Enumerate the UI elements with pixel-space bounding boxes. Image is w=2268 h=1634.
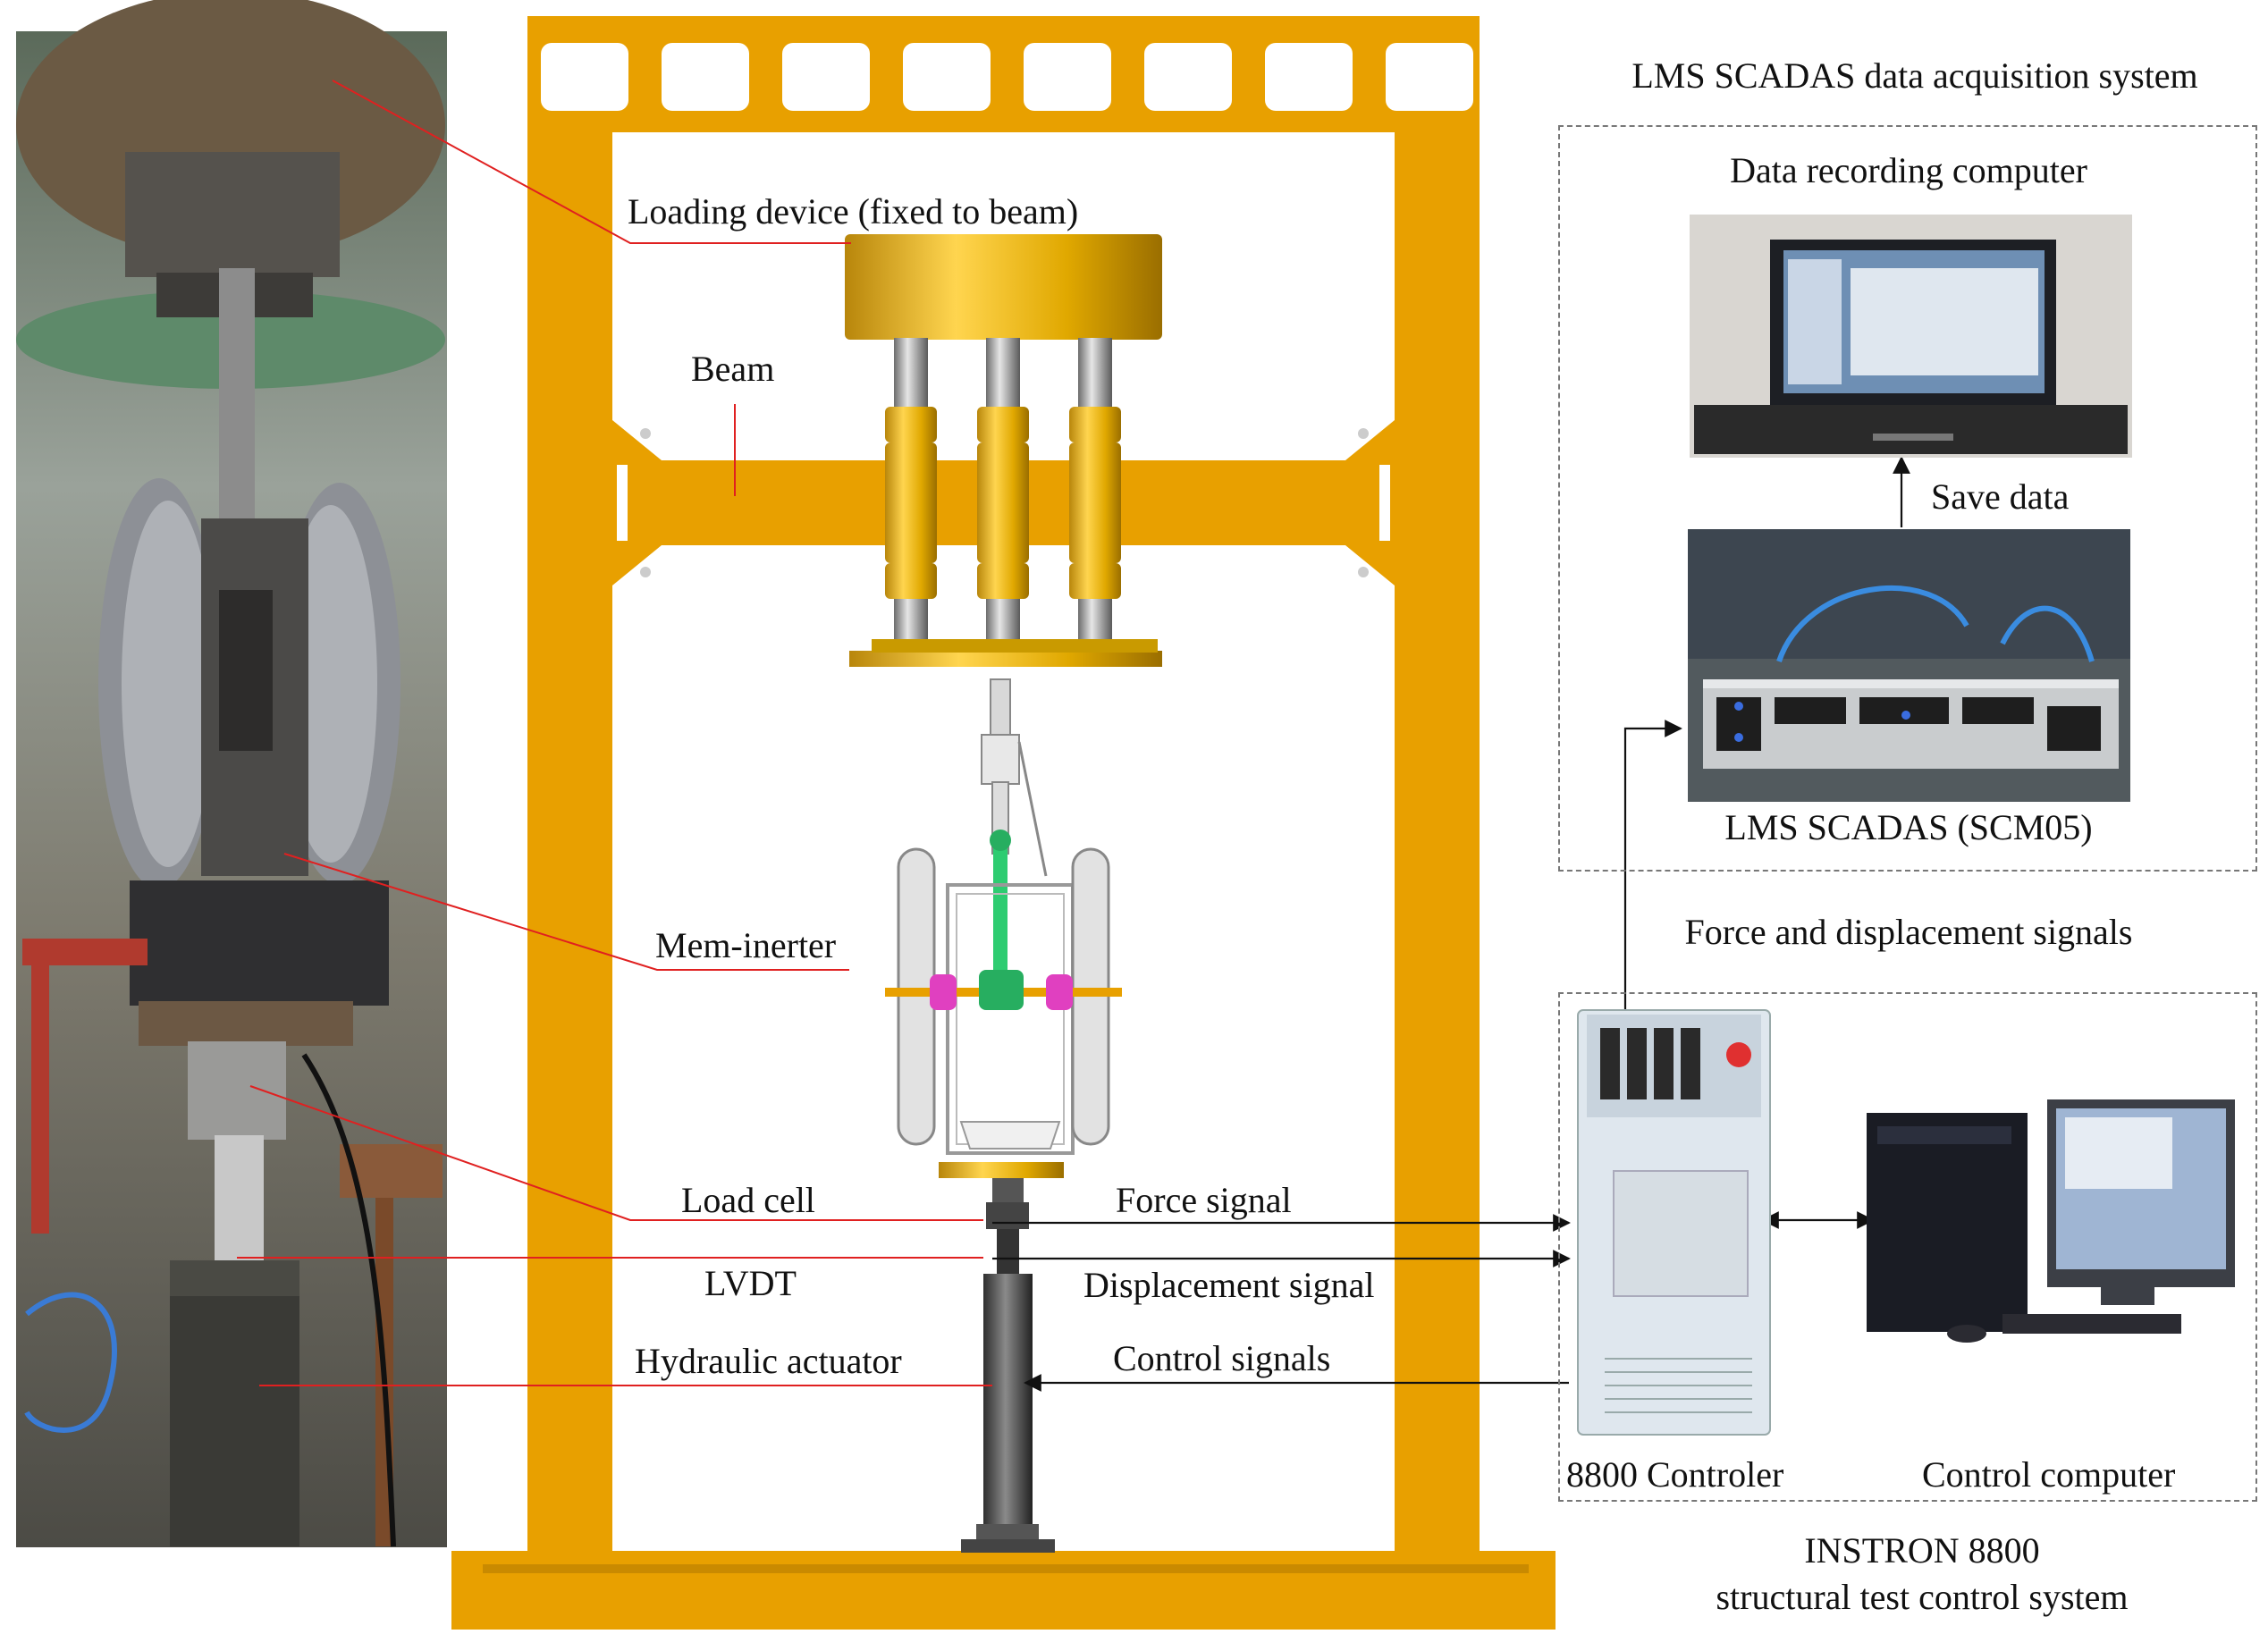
label-lms-scadas: LMS SCADAS (SCM05): [1724, 807, 2093, 847]
mem-inerter-device: [885, 678, 1122, 1178]
label-8800-controller: 8800 Controler: [1566, 1454, 1784, 1495]
label-save-data: Save data: [1931, 476, 2070, 517]
instron-controller-photo: [1577, 1009, 1771, 1436]
scadas-input-arrow: [1623, 720, 1682, 1015]
label-force-signal: Force signal: [1116, 1180, 1292, 1220]
label-lvdt: LVDT: [704, 1263, 797, 1303]
label-displacement-signal: Displacement signal: [1083, 1265, 1375, 1305]
leader-lines: [237, 80, 992, 1386]
label-hydraulic-actuator: Hydraulic actuator: [635, 1341, 902, 1381]
leader-load-cell: [249, 1085, 983, 1221]
control-computer-photo: [1867, 1099, 2235, 1343]
actuator-assembly: [961, 1178, 1055, 1553]
instron-system-box: [1558, 992, 2257, 1502]
signal-arrows: [992, 456, 1910, 1392]
loading-device: [845, 234, 1162, 667]
label-control-computer: Control computer: [1922, 1454, 2176, 1495]
label-mem-inerter: Mem-inerter: [655, 925, 837, 965]
instron-title-line2: structural test control system: [1716, 1577, 2129, 1617]
daq-system-box: [1558, 125, 2257, 872]
label-load-cell: Load cell: [681, 1180, 815, 1220]
daq-system-title: LMS SCADAS data acquisition system: [1631, 55, 2198, 96]
label-force-displacement-signals: Force and displacement signals: [1684, 912, 2133, 952]
label-data-recording-computer: Data recording computer: [1730, 150, 2087, 190]
leader-loading-device: [332, 80, 851, 244]
lms-scadas-photo: [1688, 529, 2130, 802]
label-beam: Beam: [691, 349, 775, 389]
label-loading-device: Loading device (fixed to beam): [628, 191, 1079, 232]
label-control-signals: Control signals: [1113, 1338, 1331, 1378]
test-rig-photo: [16, 0, 447, 1547]
leader-mem-inerter: [283, 853, 849, 971]
data-recording-computer-photo: [1690, 215, 2132, 458]
instron-title-line1: INSTRON 8800: [1804, 1530, 2040, 1571]
